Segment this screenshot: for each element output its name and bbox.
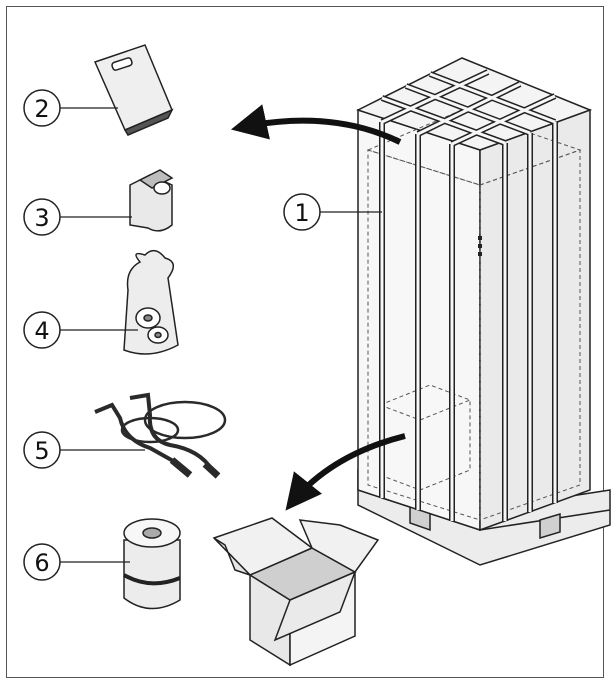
- callout-label: 6: [34, 549, 49, 577]
- callout-3: 3: [23, 198, 132, 236]
- packed-appliance: [356, 57, 611, 566]
- callout-label: 4: [34, 317, 49, 345]
- wall-bracket: [129, 169, 174, 232]
- diagram-frame: [6, 6, 604, 678]
- callout-4: 4: [23, 311, 138, 349]
- open-carton: [212, 517, 380, 667]
- arrow-to-carton: [285, 433, 406, 511]
- document-pouch: [93, 44, 174, 136]
- callout-label: 3: [34, 204, 49, 232]
- connection-hoses: [94, 392, 227, 479]
- arrow-to-accessories: [230, 104, 402, 145]
- callout-label: 2: [34, 95, 49, 123]
- callout-6: 6: [23, 543, 130, 581]
- cabinet-side: [479, 108, 591, 532]
- callout-label: 1: [294, 199, 309, 227]
- adhesive-roll: [123, 518, 181, 610]
- callout-label: 5: [34, 437, 49, 465]
- callout-2: 2: [23, 89, 118, 127]
- callout-5: 5: [23, 431, 145, 469]
- washer-bag: [123, 249, 179, 355]
- callout-1: 1: [283, 193, 382, 231]
